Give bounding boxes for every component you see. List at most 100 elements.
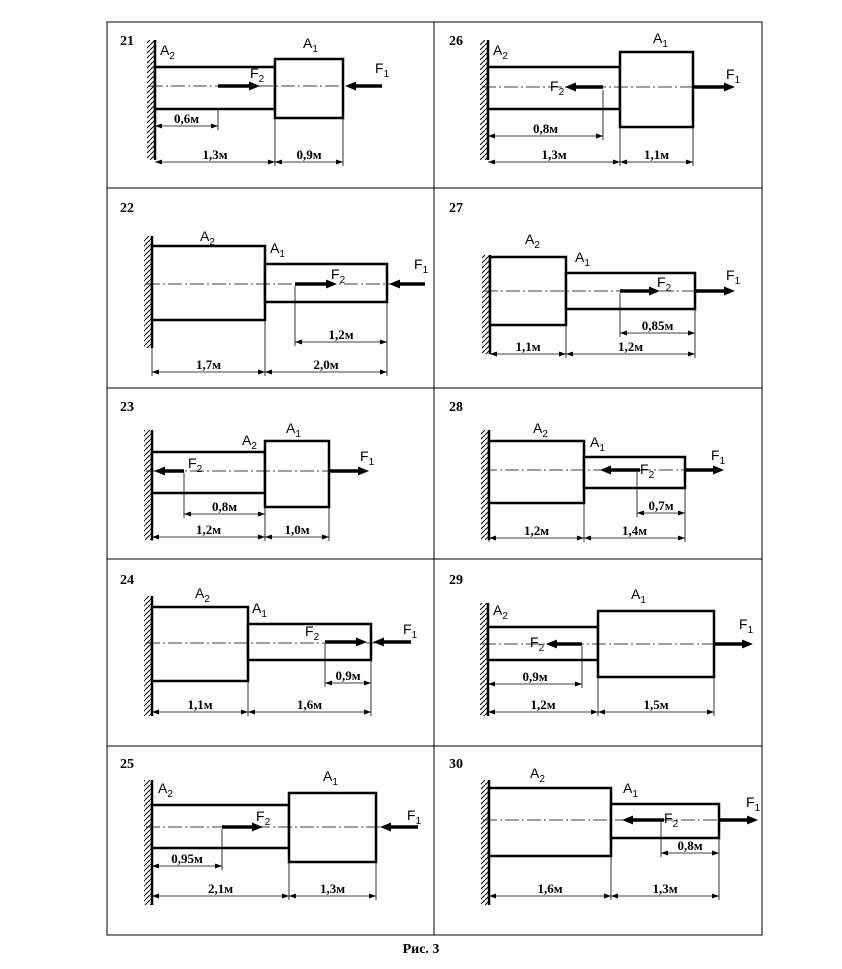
dimension-value: 0,8м <box>533 121 558 136</box>
dimension-value: 1,7м <box>196 357 221 372</box>
dimension-value: 1,3м <box>652 881 677 896</box>
dimension-arrowhead <box>559 351 566 357</box>
label-f1: F1 <box>403 621 418 641</box>
problem-number: 28 <box>449 400 463 415</box>
wall-hatching <box>482 255 490 354</box>
dimension-value: 1,1м <box>187 697 212 712</box>
dimension-value: 1,2м <box>196 522 221 537</box>
label-a1: A1 <box>303 35 318 55</box>
label-a1: A1 <box>575 249 590 269</box>
label-f1: F1 <box>360 448 375 468</box>
dimension-arrowhead <box>364 709 371 715</box>
label-a1: A1 <box>631 586 646 606</box>
dimension-arrowhead <box>155 159 162 165</box>
dimension-arrowhead <box>268 159 275 165</box>
bar-segment-a2 <box>487 786 613 858</box>
bar-segment-a1 <box>263 439 331 509</box>
label-a2: A2 <box>160 42 175 62</box>
problem-number: 29 <box>449 573 463 588</box>
dimension-arrowhead <box>152 369 159 375</box>
label-a2: A2 <box>525 231 540 251</box>
dimension-arrowhead <box>488 681 495 687</box>
dimension-arrowhead <box>707 709 714 715</box>
dimension-arrowhead <box>488 133 495 139</box>
force-f2-arrow-head <box>252 822 263 832</box>
label-f1: F1 <box>375 60 390 80</box>
dimension-arrowhead <box>620 159 627 165</box>
label-a1: A1 <box>270 240 285 260</box>
label-f1: F1 <box>711 447 726 467</box>
bar-segment-a2 <box>487 439 586 505</box>
problem-number: 25 <box>120 757 134 772</box>
dimension-arrowhead <box>258 369 265 375</box>
dimension-value: 1,2м <box>524 523 549 538</box>
problem-number: 26 <box>449 34 463 49</box>
bar-segment-a2 <box>150 803 291 850</box>
problem-number: 30 <box>449 757 463 772</box>
dimension-arrowhead <box>265 369 272 375</box>
label-a2: A2 <box>200 228 215 248</box>
dimension-arrowhead <box>248 709 255 715</box>
label-f1: F1 <box>414 256 429 276</box>
label-a2: A2 <box>493 602 508 622</box>
label-a1: A1 <box>590 434 605 454</box>
dimension-arrowhead <box>241 709 248 715</box>
dimension-arrowhead <box>282 893 289 899</box>
problem-number: 27 <box>449 201 463 216</box>
label-f1: F1 <box>407 807 422 827</box>
dimension-arrowhead <box>489 893 496 899</box>
dimension-value: 1,0м <box>284 522 309 537</box>
dimension-arrowhead <box>584 535 591 541</box>
dimension-arrowhead <box>712 850 719 856</box>
dimension-arrowhead <box>152 893 159 899</box>
force-f1-arrow-head <box>713 465 724 475</box>
label-a1: A1 <box>323 768 338 788</box>
force-f1-arrow-head <box>373 637 384 647</box>
force-f2-arrow-head <box>326 279 337 289</box>
dimension-value: 1,6м <box>537 881 562 896</box>
dimension-arrowhead <box>613 159 620 165</box>
dimension-arrowhead <box>289 893 296 899</box>
dimension-arrowhead <box>369 893 376 899</box>
dimension-value: 1,3м <box>541 147 566 162</box>
dimension-value: 0,7м <box>648 498 673 513</box>
problem-number: 23 <box>120 400 134 415</box>
dimension-arrowhead <box>598 709 605 715</box>
bar-segment-a1 <box>618 50 695 129</box>
dimension-value: 2,0м <box>313 357 338 372</box>
dimension-value: 1,1м <box>515 339 540 354</box>
dimension-arrowhead <box>265 534 272 540</box>
dimension-arrowhead <box>380 369 387 375</box>
dimension-arrowhead <box>661 850 668 856</box>
label-a1: A1 <box>623 780 638 800</box>
problem-number: 21 <box>120 34 134 49</box>
force-f2-arrow-head <box>249 81 260 91</box>
dimension-value: 1,3м <box>202 147 227 162</box>
label-a2: A2 <box>158 780 173 800</box>
force-f1-arrow-head <box>380 822 391 832</box>
wall-hatching <box>147 40 155 160</box>
label-f2: F2 <box>550 78 565 98</box>
wall-hatching <box>480 40 488 160</box>
dimension-arrowhead <box>686 159 693 165</box>
dimension-value: 1,4м <box>622 523 647 538</box>
dimension-value: 0,8м <box>212 499 237 514</box>
label-f1: F1 <box>726 66 741 86</box>
dimension-value: 1,3м <box>320 881 345 896</box>
dimension-value: 1,2м <box>618 339 643 354</box>
dimension-value: 1,1м <box>644 147 669 162</box>
label-a1: A1 <box>252 600 267 620</box>
dimension-arrowhead <box>275 159 282 165</box>
dimension-value: 0,6м <box>174 111 199 126</box>
dimension-arrowhead <box>591 709 598 715</box>
dimension-arrowhead <box>637 510 644 516</box>
dimension-arrowhead <box>336 159 343 165</box>
label-f1: F1 <box>726 267 741 287</box>
dimension-arrowhead <box>488 159 495 165</box>
